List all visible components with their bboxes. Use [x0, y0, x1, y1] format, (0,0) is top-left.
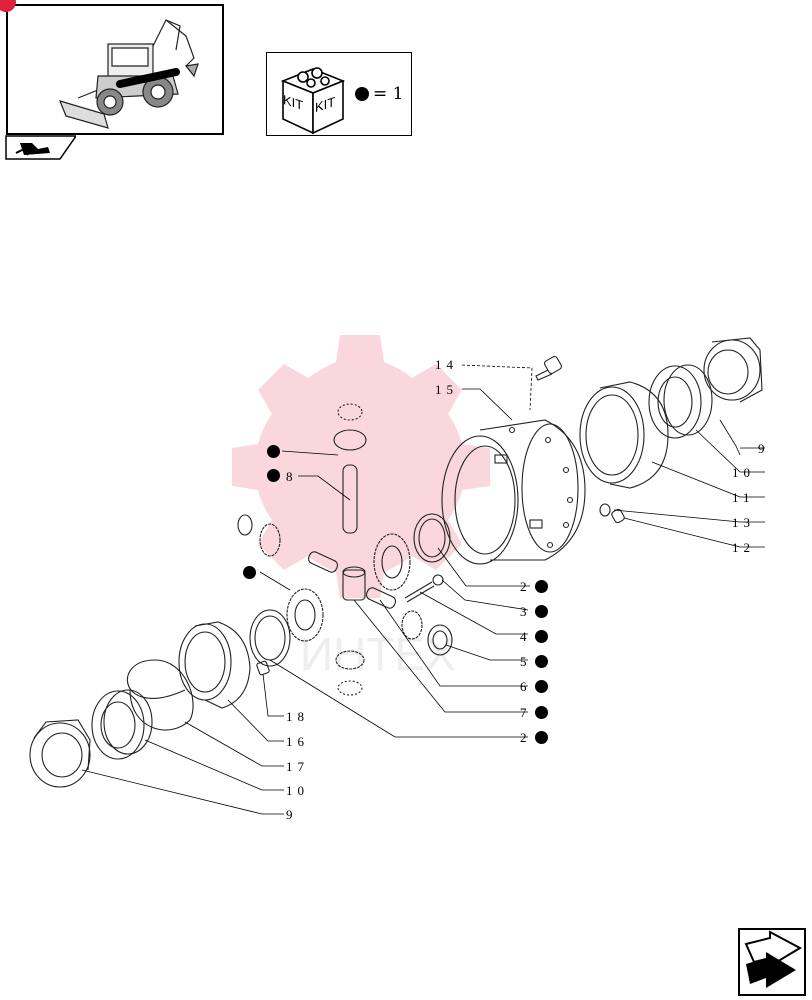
gear-watermark — [232, 335, 490, 598]
next-page-arrow-icon — [744, 930, 803, 988]
part-10-bearing-right — [648, 364, 713, 439]
part-10-bearing-left — [91, 689, 153, 760]
part-side-gear-right — [373, 533, 411, 591]
kit-marker-c7 — [535, 706, 548, 719]
part-18-pin — [256, 660, 270, 676]
callout-c7: 7 — [520, 705, 532, 720]
backhoe-loader-icon — [58, 19, 199, 129]
part-11-cup — [579, 381, 669, 489]
kit-dot-icon — [355, 87, 369, 101]
callout-c15: 15 — [435, 382, 458, 397]
part-gear-left — [259, 523, 281, 557]
part-side-gear-left — [286, 588, 324, 642]
callout-c10r: 10 — [732, 465, 755, 480]
machine-thumbnail — [6, 4, 224, 135]
part-6-pin — [365, 587, 397, 609]
callout-c10l: 10 — [286, 783, 309, 798]
callout-c12: 12 — [732, 540, 755, 555]
section-tab[interactable] — [2, 135, 78, 160]
callout-c2a: 2 — [520, 579, 532, 594]
callout-c17: 17 — [286, 759, 309, 774]
callout-c6: 6 — [520, 679, 532, 694]
kit-marker-c6 — [535, 680, 548, 693]
part-gear-top — [333, 403, 367, 451]
kit-legend: KIT KIT — [266, 52, 412, 136]
kdot-gear-left — [243, 566, 256, 579]
callout-c9l: 9 — [286, 807, 298, 822]
callout-c4: 4 — [520, 629, 532, 644]
callout-c11: 11 — [732, 490, 755, 505]
corner-mark-icon — [0, 0, 16, 12]
callout-c2b: 2 — [520, 730, 532, 745]
part-13-ring — [599, 503, 611, 517]
part-14-bolt — [535, 355, 563, 381]
kit-box-icon — [280, 67, 346, 135]
kit-marker-c2a — [535, 580, 548, 593]
part-pin-small — [307, 551, 339, 573]
part-2-washer-lower — [249, 609, 291, 667]
callout-c9r: 9 — [758, 441, 770, 456]
part-3-ball — [432, 574, 444, 586]
kdot-gear-top — [267, 445, 280, 458]
part-2-washer-upper — [413, 513, 451, 563]
callout-c16: 16 — [286, 734, 309, 749]
next-page-button[interactable] — [738, 928, 806, 996]
kit-marker-c5 — [535, 655, 548, 668]
part-4-pin — [404, 581, 435, 603]
kit-marker-c8 — [267, 469, 280, 482]
kit-equation-text: = 1 — [373, 84, 404, 104]
part-5-washer — [427, 624, 453, 656]
kit-marker-c2b — [535, 731, 548, 744]
callout-c14: 14 — [435, 357, 458, 372]
callout-c5: 5 — [520, 654, 532, 669]
callout-c3: 3 — [520, 604, 532, 619]
part-17-snap-ring — [126, 659, 194, 731]
callout-c13: 13 — [732, 515, 755, 530]
part-9-nut-right — [703, 337, 763, 403]
callout-c8: 8 — [286, 469, 298, 484]
part-8-shaft — [342, 464, 358, 534]
part-15-housing — [441, 419, 586, 565]
part-12-plug — [611, 508, 625, 524]
kit-equation: = 1 — [355, 84, 403, 104]
callout-c18: 18 — [286, 709, 309, 724]
kit-marker-c4 — [535, 630, 548, 643]
watermark-text: ИНТЕХ — [300, 628, 456, 680]
part-9-nut-left — [29, 719, 91, 788]
kit-marker-c3 — [535, 605, 548, 618]
machine-section-icon — [5, 135, 78, 160]
part-16-cup — [178, 621, 251, 709]
